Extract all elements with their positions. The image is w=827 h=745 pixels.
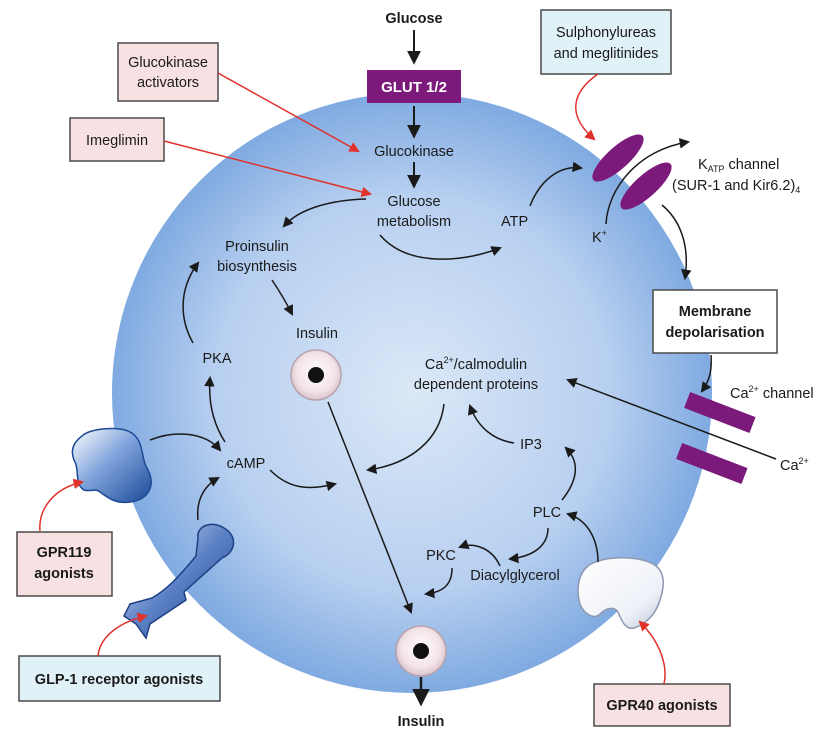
insulin-granule-secreting-core bbox=[413, 643, 429, 659]
k-efflux-arrow bbox=[605, 138, 691, 225]
pka-label: PKA bbox=[202, 351, 231, 367]
glucokinase-activators-label-2: activators bbox=[137, 75, 199, 91]
diacylglycerol-label: Diacylglycerol bbox=[470, 568, 559, 584]
sulphonylureas-arrow bbox=[575, 73, 599, 141]
ip3-to-calmodulin-arrow bbox=[467, 404, 515, 444]
gpr40-agonists-box bbox=[593, 683, 731, 727]
gpr119-agonists-arrow bbox=[39, 478, 85, 532]
insulin-inner-label: Insulin bbox=[296, 326, 338, 342]
glucokinase-label: Glucokinase bbox=[374, 144, 454, 160]
insulin-bottom-label: Insulin bbox=[398, 714, 445, 730]
diacylglycerol-to-pkc-arrow bbox=[458, 539, 501, 567]
gpr119-agonists-box bbox=[16, 531, 113, 597]
sulphonylureas-label-2: and meglitinides bbox=[554, 46, 659, 62]
glut-transporter bbox=[367, 70, 461, 103]
membrane-depolarisation-box bbox=[652, 289, 778, 354]
imeglimin-label: Imeglimin bbox=[86, 133, 148, 149]
glut-label: GLUT 1/2 bbox=[381, 79, 447, 96]
pka-to-proinsulin-arrow bbox=[182, 261, 200, 344]
gpr119-label-2: agonists bbox=[34, 566, 94, 582]
ca-channel-label: Ca2+ channel bbox=[730, 384, 814, 402]
gpr40-label: GPR40 agonists bbox=[606, 698, 717, 714]
plc-to-diacylglycerol-arrow bbox=[507, 527, 549, 564]
glp1-agonists-arrow bbox=[97, 612, 149, 657]
membrane-label-1: Membrane bbox=[679, 304, 752, 320]
insulin-granule-core bbox=[308, 367, 324, 383]
ca-ion-label: Ca2+ bbox=[780, 456, 809, 474]
glp1-receptor bbox=[123, 523, 235, 640]
ca-influx-arrow bbox=[566, 378, 777, 460]
sulphonylureas-box bbox=[540, 9, 672, 75]
camp-to-exocytosis-arrow bbox=[269, 469, 338, 492]
granule-to-exocytosis-arrow bbox=[327, 401, 413, 614]
glucose-metabolism-label-1: Glucose bbox=[387, 194, 440, 210]
ip3-label: IP3 bbox=[520, 437, 542, 453]
gpr40-to-plc-arrow bbox=[565, 511, 599, 563]
katp-to-depolarisation-arrow bbox=[661, 204, 692, 281]
imeglimin-arrow bbox=[163, 140, 373, 197]
glucokinase-activators-box bbox=[117, 42, 219, 102]
glucokinase-activators-label-1: Glucokinase bbox=[128, 55, 208, 71]
proinsulin-label-2: biosynthesis bbox=[217, 259, 297, 275]
ca-channel-subunit-2 bbox=[676, 442, 748, 484]
imeglimin-box bbox=[69, 117, 165, 162]
camp-label: cAMP bbox=[227, 456, 266, 472]
glp1-label: GLP-1 receptor agonists bbox=[35, 672, 203, 688]
metabolism-to-atp-arrow bbox=[379, 234, 502, 260]
camp-to-pka-arrow bbox=[204, 375, 226, 443]
glucose-metabolism-label-2: metabolism bbox=[377, 214, 451, 230]
glucose-top-label: Glucose bbox=[385, 11, 442, 27]
glp1-to-camp-arrow bbox=[196, 476, 220, 521]
atp-label: ATP bbox=[501, 214, 528, 230]
katp-channel-subunit-1 bbox=[592, 134, 644, 182]
gpr119-to-camp-arrow bbox=[149, 433, 222, 452]
gpr40-receptor bbox=[577, 557, 664, 630]
pkc-to-exocytosis-arrow bbox=[423, 567, 453, 599]
plc-to-ip3-arrow bbox=[561, 446, 576, 501]
ca-channel-subunit-1 bbox=[684, 391, 756, 433]
glucokinase-activators-arrow bbox=[217, 72, 360, 153]
katp-label: KATP channel bbox=[698, 157, 779, 174]
atp-to-katp-arrow bbox=[529, 161, 584, 207]
ca-calmodulin-label-2: dependent proteins bbox=[414, 377, 538, 393]
membrane-label-2: depolarisation bbox=[665, 325, 764, 341]
gpr119-label-1: GPR119 bbox=[37, 545, 92, 561]
gpr119-receptor bbox=[71, 427, 152, 504]
depolarisation-to-ca-channel-arrow bbox=[700, 354, 712, 393]
plc-label: PLC bbox=[533, 505, 561, 521]
ca-calmodulin-label-1: Ca2+/calmodulin bbox=[425, 355, 527, 373]
sulphonylureas-label-1: Sulphonylureas bbox=[556, 25, 656, 41]
katp-channel-subunit-2 bbox=[620, 162, 672, 210]
proinsulin-to-insulin-arrow bbox=[271, 279, 293, 316]
proinsulin-label-1: Proinsulin bbox=[225, 239, 289, 255]
k-ion-label: K+ bbox=[592, 228, 607, 246]
beta-cell bbox=[112, 93, 712, 693]
pkc-label: PKC bbox=[426, 548, 456, 564]
calmodulin-to-exocytosis-arrow bbox=[365, 403, 445, 475]
glp1-agonists-box bbox=[18, 655, 221, 702]
metabolism-to-proinsulin-arrow bbox=[282, 198, 367, 228]
katp-label-line-2: (SUR-1 and Kir6.2)4 bbox=[672, 178, 800, 195]
gpr40-agonists-arrow bbox=[638, 620, 666, 685]
